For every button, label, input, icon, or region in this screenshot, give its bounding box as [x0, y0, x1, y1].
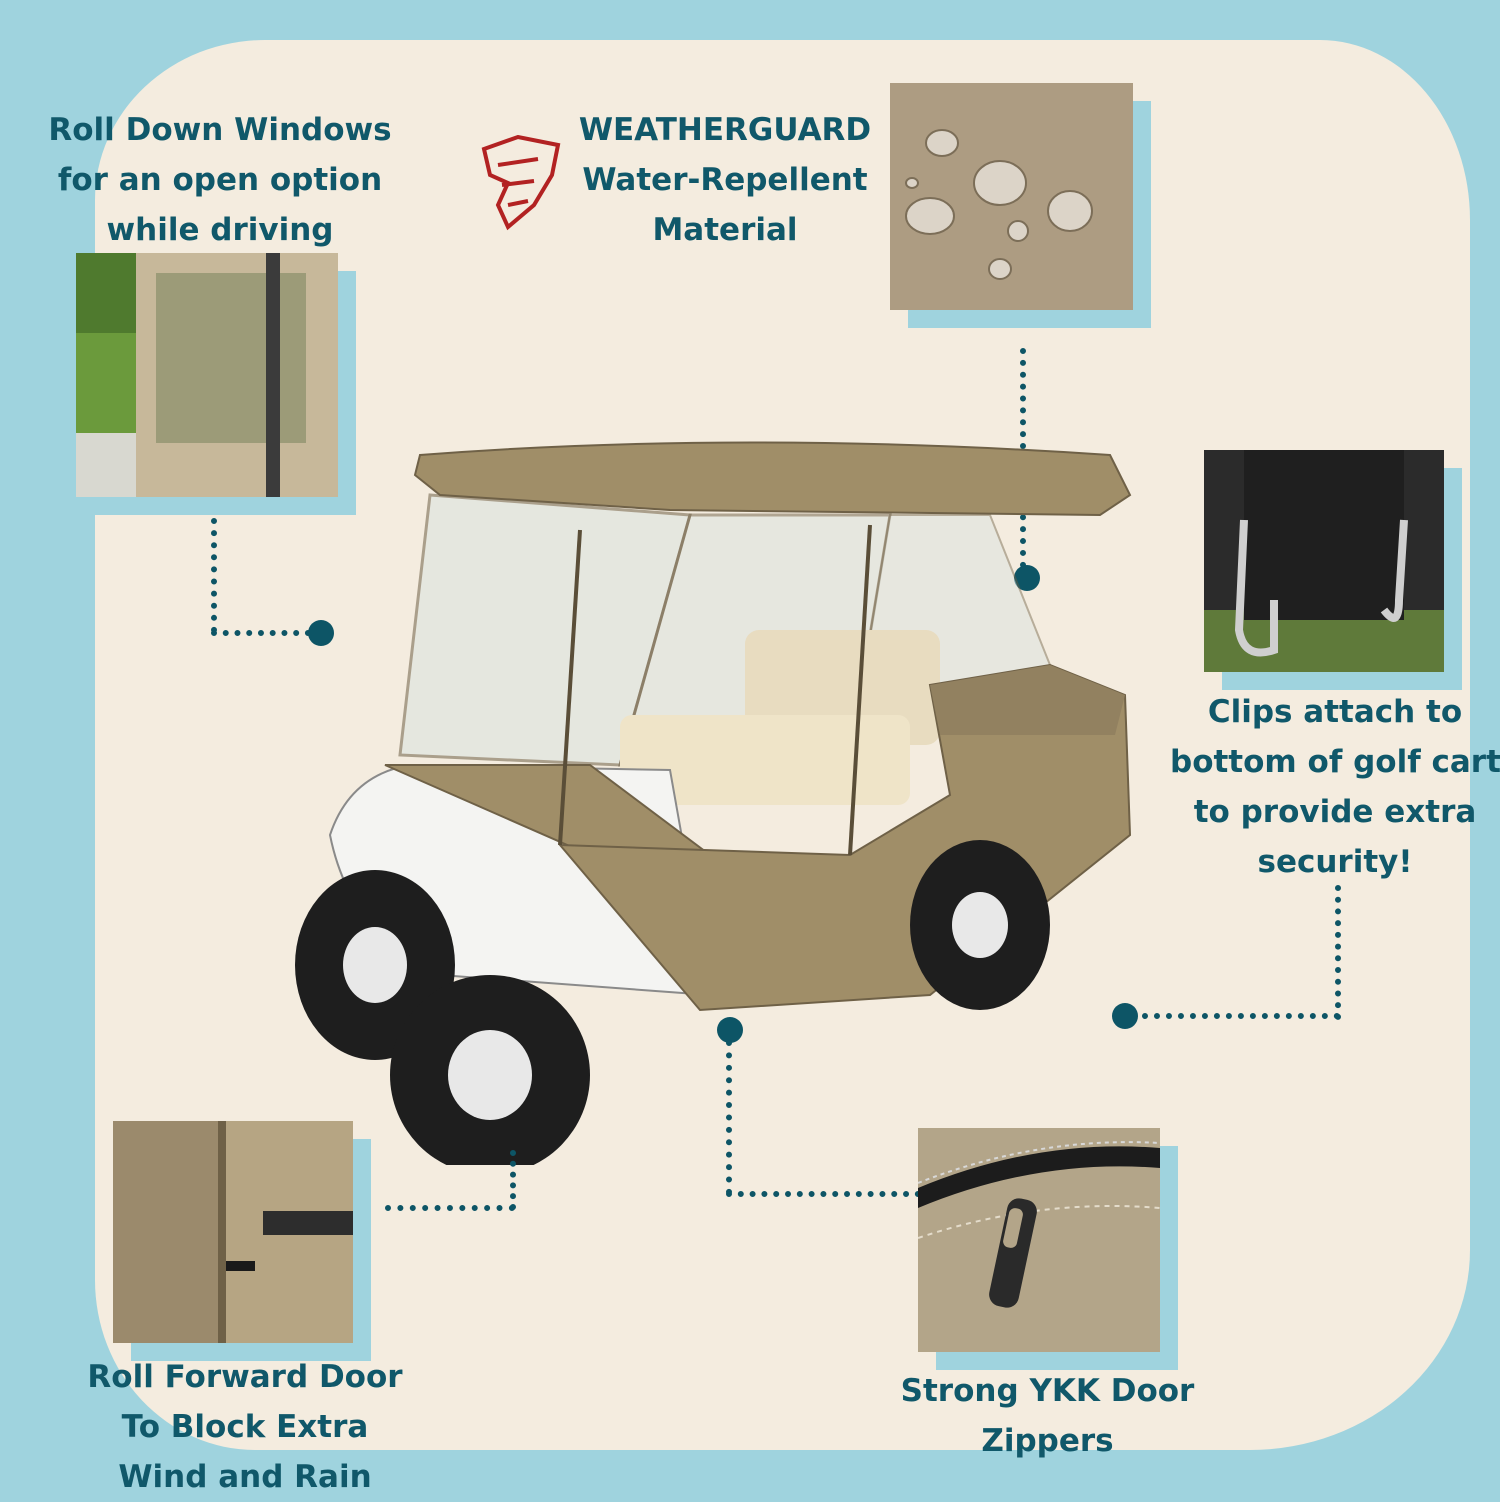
connector-zippers-horizontal — [726, 1191, 921, 1197]
connector-door-vertical — [510, 1150, 516, 1210]
connector-weatherguard-dot — [1014, 565, 1040, 591]
callout-door: Roll Forward Door To Block Extra Wind an… — [80, 1352, 410, 1502]
connector-clips-vertical — [1335, 885, 1341, 1020]
connector-windows-horizontal — [211, 630, 311, 636]
zipper-photo — [918, 1128, 1160, 1352]
callout-clips: Clips attach to bottom of golf cart to p… — [1170, 687, 1500, 887]
callout-door-line-2: To Block Extra — [121, 1409, 369, 1445]
connector-windows-vertical — [211, 518, 217, 633]
connector-clips-horizontal — [1130, 1013, 1340, 1019]
golf-cart-image — [290, 435, 1135, 1165]
connector-windows-dot — [308, 620, 334, 646]
callout-weatherguard-line-3: Material — [652, 212, 798, 248]
callout-weatherguard-line-2: Water-Repellent — [582, 162, 868, 198]
callout-zippers-line-1: Strong YKK Door — [900, 1373, 1195, 1409]
callout-windows-line-3: while driving — [106, 212, 334, 248]
door-photo — [113, 1121, 353, 1343]
callout-zippers-line-2: Zippers — [981, 1423, 1114, 1459]
shield-logo-icon — [478, 135, 564, 231]
callout-door-line-3: Wind and Rain — [118, 1459, 372, 1495]
water-drops-photo — [890, 83, 1133, 310]
connector-clips-dot — [1112, 1003, 1138, 1029]
callout-weatherguard-line-1: WEATHERGUARD — [578, 112, 872, 148]
callout-weatherguard: WEATHERGUARD Water-Repellent Material — [565, 105, 885, 255]
callout-windows-line-1: Roll Down Windows — [48, 112, 392, 148]
callout-zippers: Strong YKK Door Zippers — [895, 1366, 1200, 1466]
connector-zippers-dot — [717, 1017, 743, 1043]
clips-photo — [1204, 450, 1444, 672]
callout-clips-line-1: Clips attach to — [1207, 694, 1463, 730]
callout-clips-line-4: security! — [1257, 844, 1413, 880]
connector-zippers-vertical — [726, 1040, 732, 1195]
callout-clips-line-2: bottom of golf cart — [1170, 744, 1500, 780]
callout-clips-line-3: to provide extra — [1193, 794, 1477, 830]
callout-door-line-1: Roll Forward Door — [87, 1359, 403, 1395]
connector-door-horizontal — [385, 1205, 515, 1211]
windows-photo — [76, 253, 338, 497]
callout-windows-line-2: for an open option — [57, 162, 383, 198]
callout-windows: Roll Down Windows for an open option whi… — [30, 105, 410, 255]
